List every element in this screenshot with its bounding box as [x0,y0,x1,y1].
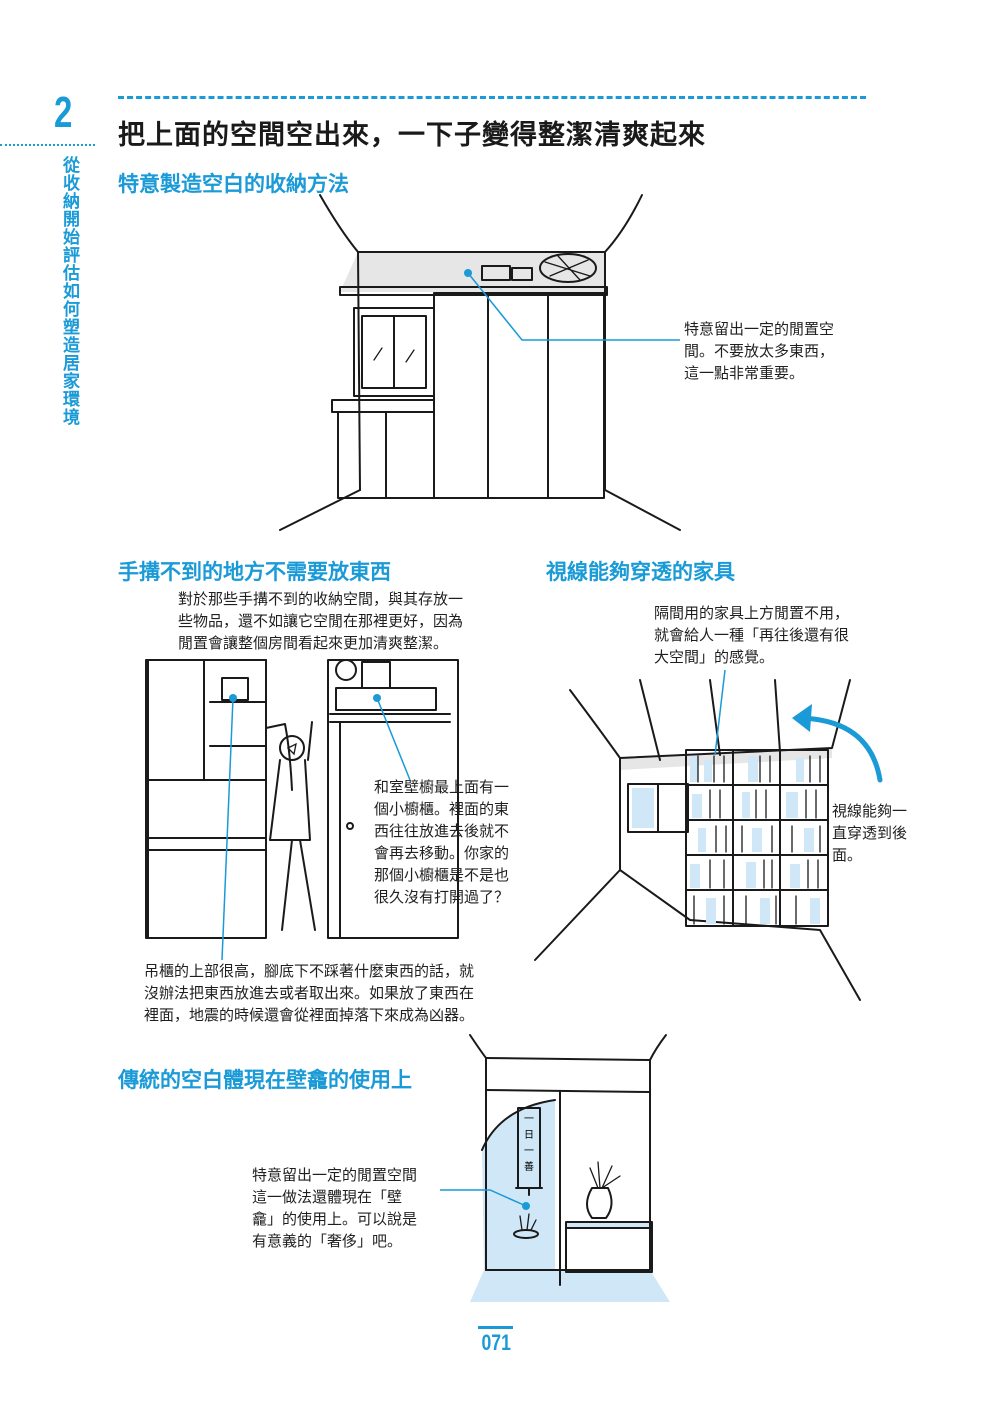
page-number-rule [478,1326,513,1329]
note-see-through-back: 視線能夠一 直穿透到後 面。 [832,802,908,864]
page-number: 071 [481,1330,511,1355]
illustration-high-cabinet [145,659,459,961]
note-high-cabinet-danger: 吊櫃的上部很高，腳底下不踩著什麼東西的話，就 沒辦法把東西放進去或者取出來。如果… [144,962,475,1024]
scroll-char-4: 善 [524,1160,534,1173]
scroll-char-3: 一 [524,1146,534,1157]
title-divider [118,96,866,99]
page-title: 把上面的空間空出來，一下子變得整潔清爽起來 [118,120,706,151]
note-out-of-reach-intro: 對於那些手搆不到的收納空間，與其存放一 些物品，還不如讓它空閒在那裡更好，因為 … [178,590,464,652]
chapter-number: 2 [54,88,73,137]
illustration-storage-wall [279,194,681,531]
section-title-out-of-reach: 手搆不到的地方不需要放東西 [118,560,391,584]
scroll-char-1: 一 [524,1114,534,1125]
note-see-through-space: 隔間用的家具上方閒置不用， 就會給人一種「再往後還有很 大空間」的感覺。 [654,604,850,666]
section-title-see-through: 視線能夠穿透的家具 [546,560,735,584]
illustration-tokonoma: 一 日 一 善 [440,1034,670,1302]
illustration-see-through-shelf [534,669,883,1001]
side-divider [0,144,95,146]
note-intentional-space: 特意留出一定的閒置空 間。不要放太多東西， 這一點非常重要。 [684,320,835,382]
scroll-char-2: 日 [524,1130,534,1141]
note-closet-cabinet: 和室壁櫥最上面有一 個小櫥櫃。裡面的東 西往往放進去後就不 會再去移動。你家的 … [374,778,510,906]
chapter-side-title: 從收納開始評估如何塑造居家環境 [59,156,79,426]
note-tokonoma: 特意留出一定的閒置空間 這一做法還體現在「壁 龕」的使用上。可以說是 有意義的「… [252,1166,418,1250]
section-title-tokonoma: 傳統的空白體現在壁龕的使用上 [118,1068,412,1092]
section-title-intentional-space: 特意製造空白的收納方法 [118,172,349,196]
